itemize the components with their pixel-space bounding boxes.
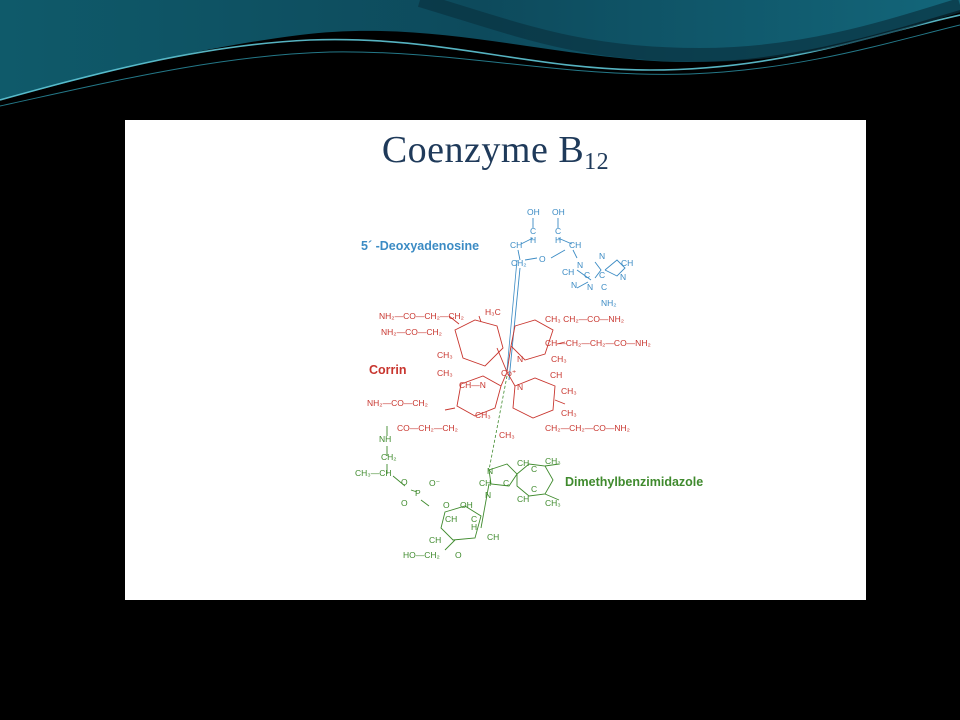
atom-group: NH₂—CO—CH₂—CH₂ <box>379 311 464 321</box>
atom-h: H <box>471 522 477 532</box>
slide-title: Coenzyme B12 <box>125 128 866 176</box>
atom-h: H <box>530 235 536 245</box>
atom-c: C <box>503 478 509 488</box>
atom-o: O <box>539 254 546 264</box>
atom-ch3: CH₃ <box>437 368 453 378</box>
atom-ch3: CH₃ <box>551 354 567 364</box>
atom-c: C <box>555 226 561 236</box>
atom-n: N <box>587 282 593 292</box>
atom-c: C <box>471 514 477 524</box>
co-deoxyadenosine-bond <box>506 259 518 371</box>
atom-o-minus: O⁻ <box>429 478 440 488</box>
atom-ch2: CH₂ <box>381 452 397 462</box>
atom-oh: OH <box>527 207 540 217</box>
atom-c: C <box>601 282 607 292</box>
atom-ch: CH <box>510 240 522 250</box>
corrin-atoms: NH₂—CO—CH₂—CH₂ NH₂—CO—CH₂ H₃C CH₃ CH₂—CO… <box>367 307 651 440</box>
atom-ch3: CH₃ <box>437 350 453 360</box>
atom-group: CH₃ CH₂—CO—NH₂ <box>545 314 624 324</box>
title-subscript: 12 <box>584 149 610 175</box>
atom-c: C <box>530 226 536 236</box>
atom-ch3: CH₃ <box>561 386 577 396</box>
atom-group: HO—CH₂ <box>403 550 440 560</box>
atom-o: O <box>443 500 450 510</box>
atom-c: C <box>584 270 590 280</box>
atom-ch: CH <box>487 532 499 542</box>
atom-ch: CH <box>517 458 529 468</box>
atom-ch: CH <box>621 258 633 268</box>
atom-n: N <box>485 490 491 500</box>
deoxyadenosine-atoms: OH OH C C H H CH CH O CH₂ N CH N CH C C … <box>510 207 633 308</box>
atom-oh: OH <box>460 500 473 510</box>
atom-c: C <box>531 464 537 474</box>
atom-ch: CH <box>550 370 562 380</box>
atom-group: CH—N <box>459 380 486 390</box>
atom-group: CH₂—CH₂—CO—NH₂ <box>545 423 630 433</box>
decorative-wave-header <box>0 0 960 107</box>
atom-nh: NH <box>379 434 391 444</box>
atom-ch: CH <box>429 535 441 545</box>
atom-o: O <box>401 477 408 487</box>
atom-group: CO—CH₂—CH₂ <box>397 423 458 433</box>
atom-ch: CH <box>562 267 574 277</box>
atom-ch: CH <box>569 240 581 250</box>
label-deoxyadenosine: 5´ -Deoxyadenosine <box>361 239 479 253</box>
atom-ch: CH <box>517 494 529 504</box>
atom-group: NH₂—CO—CH₂ <box>367 398 428 408</box>
atom-oh: OH <box>552 207 565 217</box>
atom-h3c: H₃C <box>485 307 501 317</box>
atom-c: C <box>599 270 605 280</box>
atom-ch3: CH₃ <box>545 456 561 466</box>
atom-ch3: CH₃ <box>545 498 561 508</box>
atom-ch3: CH₃ <box>499 430 515 440</box>
title-main: Coenzyme B <box>381 129 585 171</box>
atom-n: N <box>517 382 523 392</box>
atom-ch3: CH₃ <box>561 408 577 418</box>
atom-group: CH₃—CH <box>355 468 392 478</box>
coenzyme-b12-structure: OH OH C C H H CH CH O CH₂ N CH N CH C C … <box>355 207 703 560</box>
atom-o: O <box>455 550 462 560</box>
label-dimethylbenzimidazole: Dimethylbenzimidazole <box>565 475 703 489</box>
atom-h: H <box>555 235 561 245</box>
atom-ch3: CH₃ <box>475 410 491 420</box>
deoxyadenosine-bonds <box>508 218 626 381</box>
atom-p: P <box>415 488 421 498</box>
atom-n: N <box>487 466 493 476</box>
figure-panel: Coenzyme B12 OH OH C C H H CH CH O CH <box>125 120 866 600</box>
atom-n: N <box>517 354 523 364</box>
atom-ch: CH <box>445 514 457 524</box>
label-corrin: Corrin <box>369 363 407 377</box>
atom-co: Co⁺ <box>501 368 516 378</box>
atom-group: NH₂—CO—CH₂ <box>381 327 442 337</box>
atom-ch2: CH₂ <box>511 258 527 268</box>
corrin-bonds <box>444 315 566 419</box>
atom-c: C <box>531 484 537 494</box>
co-dimethylbenzimidazole-bond <box>488 375 508 471</box>
atom-n: N <box>571 280 577 290</box>
atom-n: N <box>620 272 626 282</box>
atom-n: N <box>599 251 605 261</box>
atom-o: O <box>401 498 408 508</box>
atom-n: N <box>577 260 583 270</box>
atom-nh2: NH₂ <box>601 298 617 308</box>
atom-group: CH—CH₂—CH₂—CO—NH₂ <box>545 338 651 348</box>
atom-ch: CH <box>479 478 491 488</box>
nucleotide-atoms: NH CH₂ CH₃—CH O P O⁻ O O OH CH C H CH CH… <box>355 434 561 560</box>
nucleotide-bonds <box>386 426 560 551</box>
